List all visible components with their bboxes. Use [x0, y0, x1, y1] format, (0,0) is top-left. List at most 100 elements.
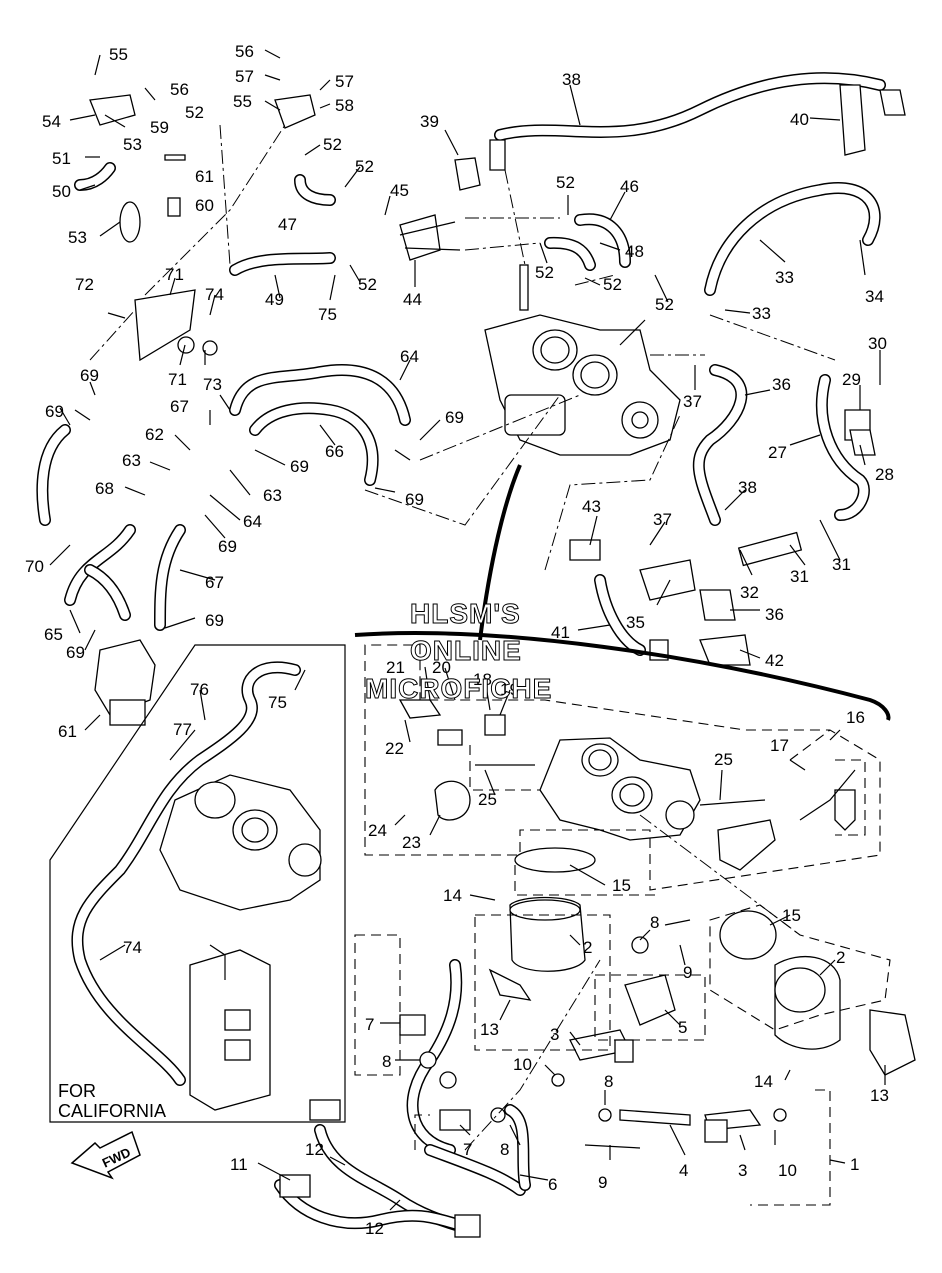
callout-31: 31: [832, 555, 851, 574]
callout-14: 14: [443, 886, 462, 905]
callout-9b: 9: [598, 1173, 607, 1192]
callout-47: 46: [620, 177, 639, 196]
callout-7: 7: [365, 1015, 374, 1034]
callout-63b: 63: [263, 486, 282, 505]
callout-11: 11: [230, 1155, 248, 1174]
callout-2: 2: [583, 938, 592, 957]
callout-70: 69: [45, 402, 64, 421]
callout-69e: 69: [218, 537, 237, 556]
throttle-body-inset: [159, 774, 322, 1111]
upper-left-parts: [89, 84, 906, 726]
callout-43: 42: [765, 651, 784, 670]
watermark-line3: MICROFICHE: [365, 673, 552, 704]
callout-13: 13: [480, 1020, 499, 1039]
callout-7b: 7: [463, 1140, 472, 1159]
callout-8b: 8: [382, 1052, 391, 1071]
callout-52g: 52: [655, 295, 674, 314]
callout-60: 60: [195, 196, 214, 215]
callout-52f: 52: [603, 275, 622, 294]
callout-52e: 52: [535, 263, 554, 282]
watermark-line1: HLSM'S: [410, 598, 521, 629]
callout-44: 43: [582, 497, 601, 516]
callout-10b: 10: [778, 1161, 797, 1180]
leader-lines: [49, 49, 886, 1211]
callout-18: 18: [473, 670, 492, 689]
callout-52: 51: [52, 149, 71, 168]
callout-15b: 15: [782, 906, 801, 925]
callout-49: 48: [625, 242, 644, 261]
callout-52d: 52: [556, 173, 575, 192]
callout-76: 74: [205, 285, 224, 304]
callout-53b: 53: [123, 135, 142, 154]
callout-80: 76: [190, 680, 209, 699]
callout-53: 52: [185, 103, 204, 122]
callout-57b: 57: [335, 72, 354, 91]
callout-69f: 69: [405, 490, 424, 509]
callout-4: 4: [679, 1161, 688, 1180]
callout-37: 36: [772, 375, 791, 394]
callout-40: 39: [420, 112, 439, 131]
callout-42: 41: [551, 623, 570, 642]
callout-55: 54: [42, 112, 61, 131]
fwd-arrow-icon: FWD: [70, 1130, 141, 1180]
watermark-line2: ONLINE: [410, 635, 522, 666]
callout-3b: 3: [738, 1161, 747, 1180]
callout-68: 67: [205, 573, 224, 592]
callout-50: 49: [265, 290, 284, 309]
callout-32: 33: [775, 268, 794, 287]
callout-16: 16: [846, 708, 865, 727]
california-inset-frame: [49, 644, 346, 1123]
hose-group: [36, 72, 886, 1086]
california-note-line2: CALIFORNIA: [58, 1101, 166, 1121]
callout-35: 36: [765, 605, 784, 624]
routing-lines: [89, 124, 891, 1151]
dashed-groups: [354, 644, 891, 1206]
watermark: HLSM'S ONLINE MICROFICHE: [365, 598, 552, 705]
callout-20: 20: [432, 658, 451, 677]
callout-69d: 69: [290, 457, 309, 476]
callout-25: 25: [478, 790, 497, 809]
callout-52b: 52: [323, 135, 342, 154]
fuel-rail-group: [274, 959, 531, 1236]
callout-28: 29: [842, 370, 861, 389]
callout-77: 75: [318, 305, 337, 324]
callout-66: 65: [44, 625, 63, 644]
callout-22: 22: [385, 739, 404, 758]
callout-58: 57: [235, 67, 254, 86]
callout-67: 66: [325, 442, 344, 461]
callout-24: 24: [368, 821, 387, 840]
callout-33b: 33: [752, 304, 771, 323]
callout-17: 17: [770, 736, 789, 755]
callout-38: 37: [683, 392, 702, 411]
callout-57: 56: [235, 42, 254, 61]
callout-64b: 64: [243, 512, 262, 531]
callout-25b: 25: [714, 750, 733, 769]
callout-56b: 56: [170, 80, 189, 99]
callout-69b: 68: [95, 479, 114, 498]
callout-labels: 55 56 54 59 52 53 51 50 61 60 53 56 57 5…: [25, 42, 894, 1238]
callout-79: 75: [268, 693, 287, 712]
callout-59: 59: [150, 118, 169, 137]
callout-62: 61: [58, 722, 77, 741]
callout-5: 5: [678, 1018, 687, 1037]
callout-61: 61: [195, 167, 214, 186]
throttle-body-exploded: [398, 699, 856, 871]
callout-41: 40: [790, 110, 809, 129]
callout-69g: 69: [205, 611, 224, 630]
callout-34: 35: [626, 613, 645, 632]
callout-6: 6: [548, 1175, 557, 1194]
injectors-sensors: [279, 919, 787, 1238]
callout-21: 21: [386, 658, 405, 677]
callout-55b: 55: [233, 92, 252, 111]
callout-1: 1: [850, 1155, 859, 1174]
callout-13b: 13: [870, 1086, 889, 1105]
callout-30: 31: [790, 567, 809, 586]
callout-33: 34: [865, 287, 884, 306]
callout-3: 3: [550, 1025, 559, 1044]
callout-12b: 12: [365, 1219, 384, 1238]
callout-39: 38: [562, 70, 581, 89]
callout-14b: 14: [754, 1072, 773, 1091]
callout-9: 9: [683, 963, 692, 982]
